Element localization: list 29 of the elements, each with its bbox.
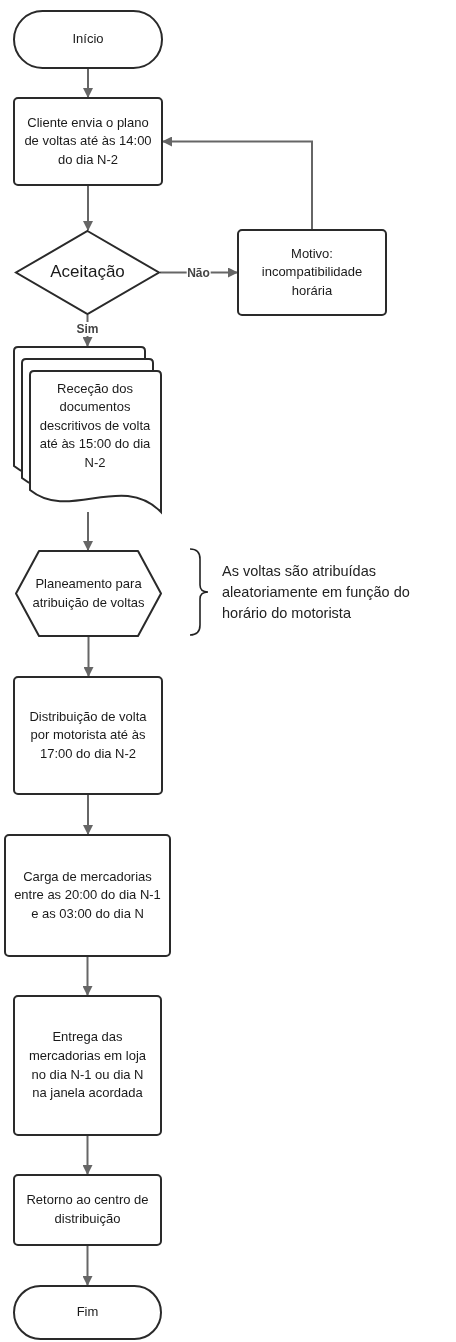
step-text: Fim [76, 1303, 99, 1322]
arrow [82, 1245, 93, 1286]
side-note: As voltas são atribuídas aleatoriamente em função do horário do motorista [222, 562, 411, 624]
arrow [82, 956, 93, 996]
arrow [82, 1135, 93, 1175]
step-text: Cliente envia o plano de voltas até às 14:00 do dia N-2 [23, 113, 153, 169]
step-text: Receção dos documentos descritivos de volta até às 15:00 do dia N-2 [38, 379, 152, 472]
step-text: Carga de mercadorias entre as 20:00 do dia N-1 e as 03:00 do dia N [14, 867, 161, 923]
process-box [13, 995, 162, 1136]
arrow [83, 636, 94, 677]
edge-label: Não [186, 265, 211, 280]
step-text: Início [72, 30, 104, 49]
step-text: Aceitação [50, 261, 125, 284]
arrow [83, 68, 93, 98]
edge-label: Sim [75, 321, 100, 336]
process-box [13, 676, 163, 795]
step-text: Entrega das mercadorias em loja no dia N-1 ou dia N na janela acordada [27, 1028, 147, 1103]
step-text: Motivo: incompatibilidade horária [260, 244, 364, 300]
step-text: Retorno ao centro de distribuição [25, 1191, 150, 1228]
arrow [83, 511, 93, 551]
step-text: Distribuição de volta por motorista até às 17:00 do dia N-2 [28, 707, 148, 763]
process-box [4, 834, 171, 957]
process-box [13, 1174, 162, 1246]
arrow [83, 794, 93, 835]
arrow [83, 185, 93, 231]
arrow [162, 136, 313, 230]
process-box [13, 97, 163, 186]
process-box [237, 229, 387, 316]
step-text: Planeamento para atribuição de voltas [31, 574, 146, 612]
